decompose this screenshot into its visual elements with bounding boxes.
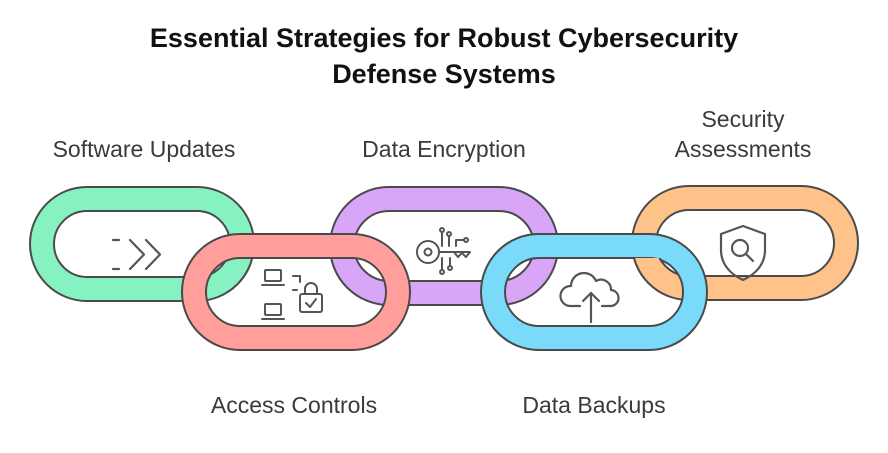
chain-link-data-backups bbox=[480, 233, 708, 351]
label-access-controls: Access Controls bbox=[210, 392, 378, 418]
chain-link-access-controls bbox=[181, 233, 411, 351]
title-line-1: Essential Strategies for Robust Cybersec… bbox=[149, 23, 739, 53]
diagram-title: Essential Strategies for Robust Cybersec… bbox=[0, 20, 888, 92]
circuit-key-icon bbox=[416, 227, 471, 275]
cloud-upload-icon bbox=[559, 271, 620, 324]
chain-interlock-overlaps bbox=[222, 233, 674, 300]
label-security-line-1: Security bbox=[701, 106, 785, 132]
label-software-updates: Software Updates bbox=[52, 136, 236, 162]
double-chevron-right-icon bbox=[111, 238, 162, 271]
label-data-backups: Data Backups bbox=[522, 392, 666, 418]
label-security-assessments: Security Assessments bbox=[634, 104, 852, 164]
shield-search-icon bbox=[719, 224, 767, 282]
title-line-2: Defense Systems bbox=[332, 59, 556, 89]
label-security-line-2: Assessments bbox=[674, 136, 812, 162]
label-data-encryption: Data Encryption bbox=[362, 136, 526, 162]
locked-devices-icon bbox=[261, 269, 323, 320]
